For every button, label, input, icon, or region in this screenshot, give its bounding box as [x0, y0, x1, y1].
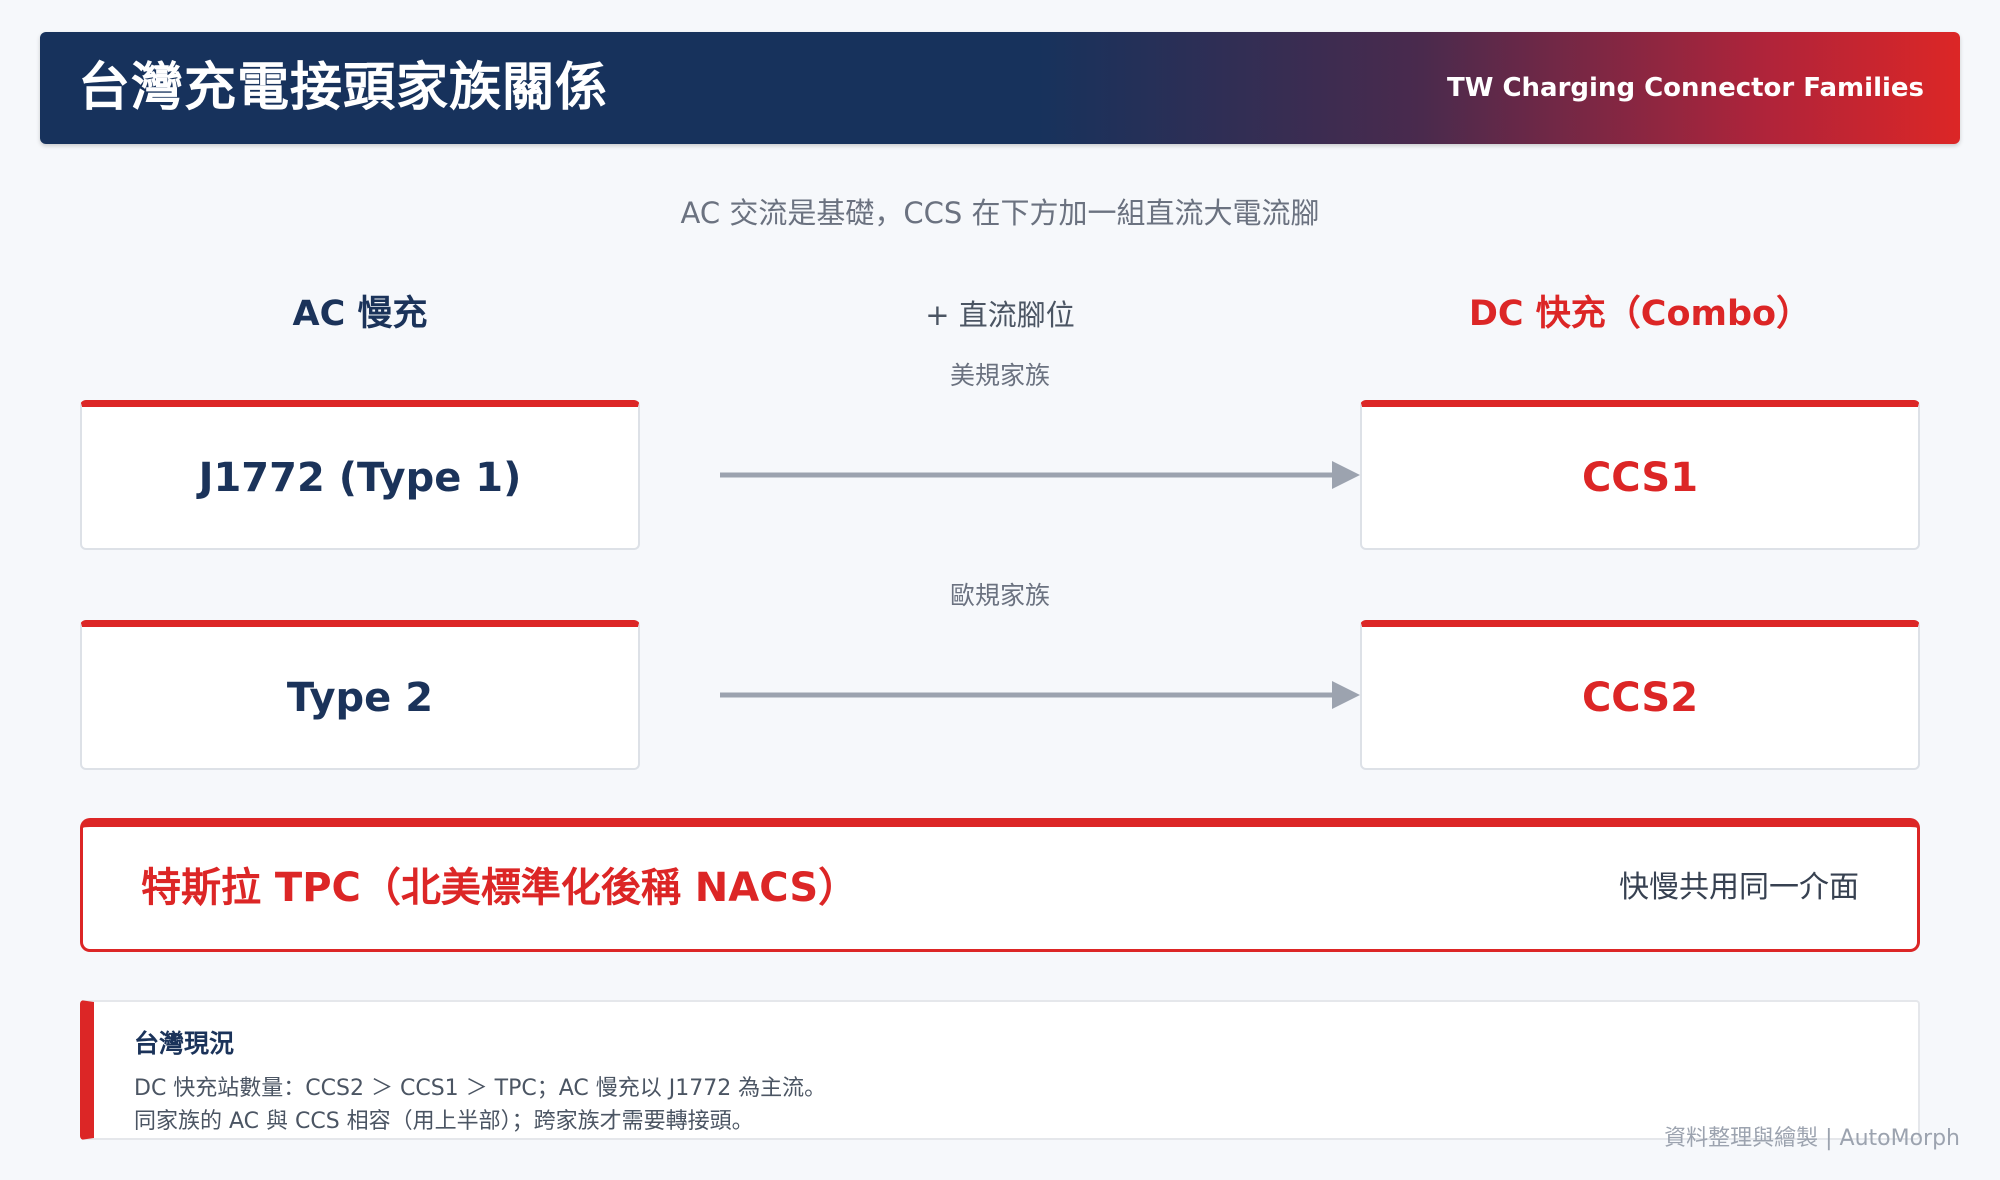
family-label-eu: 歐規家族 [949, 581, 1050, 610]
arrow-us-family [720, 461, 1360, 489]
column-heading-ac: AC 慢充 [292, 294, 428, 334]
connector-card-ccs1: CCS1 [1360, 400, 1920, 550]
status-line-1: DC 快充站數量：CCS2 ＞ CCS1 ＞ TPC；AC 慢充以 J1772 … [134, 1076, 827, 1101]
tpc-name: 特斯拉 TPC（北美標準化後稱 NACS） [141, 865, 859, 911]
connector-name: J1772 (Type 1) [198, 454, 522, 501]
tpc-note: 快慢共用同一介面 [1619, 870, 1859, 905]
arrow-eu-family [720, 681, 1360, 709]
page-subtitle: TW Charging Connector Families [1446, 73, 1924, 103]
header-banner: 台灣充電接頭家族關係 TW Charging Connector Familie… [40, 32, 1960, 144]
connector-name: CCS1 [1581, 454, 1699, 501]
page-title: 台灣充電接頭家族關係 [78, 58, 609, 118]
connector-card-j1772: J1772 (Type 1) [80, 400, 640, 550]
intro-text: AC 交流是基礎，CCS 在下方加一組直流大電流腳 [680, 196, 1320, 230]
column-heading-middle: + 直流腳位 [925, 298, 1075, 332]
connector-name: CCS2 [1581, 674, 1699, 721]
taiwan-status-box: 台灣現況 DC 快充站數量：CCS2 ＞ CCS1 ＞ TPC；AC 慢充以 J… [80, 1000, 1920, 1140]
connector-name: Type 2 [286, 674, 434, 721]
family-label-us: 美規家族 [949, 361, 1050, 390]
connector-card-type2: Type 2 [80, 620, 640, 770]
tesla-tpc-box: 特斯拉 TPC（北美標準化後稱 NACS） 快慢共用同一介面 [80, 818, 1920, 952]
connector-card-ccs2: CCS2 [1360, 620, 1920, 770]
status-line-2: 同家族的 AC 與 CCS 相容（用上半部）；跨家族才需要轉接頭。 [134, 1109, 754, 1134]
credit-text: 資料整理與繪製 | AutoMorph [1664, 1126, 1960, 1151]
status-title: 台灣現況 [134, 1029, 235, 1058]
column-heading-dc: DC 快充（Combo） [1468, 294, 1812, 334]
